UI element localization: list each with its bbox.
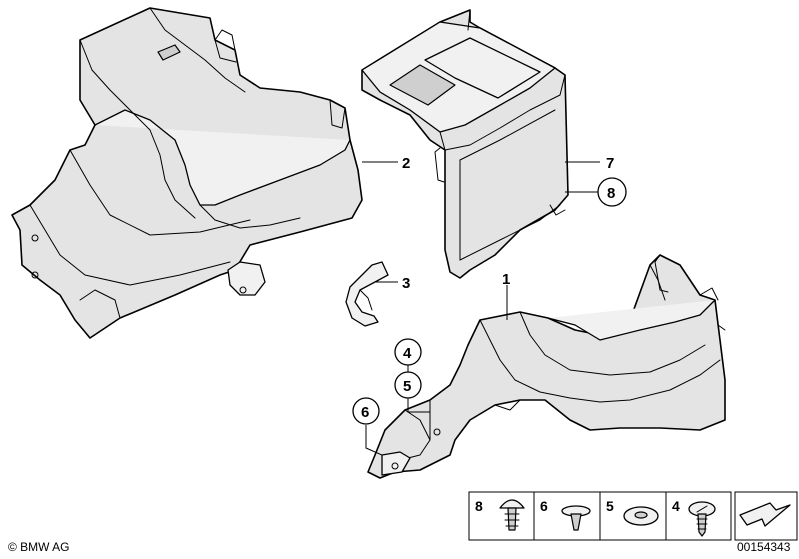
legend-item-8-number: 8 — [475, 498, 483, 514]
callout-3-label: 3 — [402, 275, 410, 292]
callout-3: 3 — [402, 275, 410, 292]
fastener-legend: 8 6 5 4 — [468, 491, 798, 541]
callout-8-label: 8 — [607, 185, 615, 202]
part-1-lower-trim-cover — [367, 254, 726, 479]
callout-4: 4 — [394, 338, 422, 366]
push-rivet-clip-icon — [499, 499, 525, 531]
callout-8-circle — [597, 177, 627, 207]
copyright-text: © BMW AG — [8, 540, 70, 554]
callout-5: 5 — [394, 371, 422, 399]
part-3-clip — [345, 261, 389, 327]
part-2-left-trim-cover — [11, 7, 363, 339]
callout-6: 6 — [352, 397, 380, 425]
diagram-number: 00154343 — [737, 540, 791, 554]
callout-5-circle — [394, 371, 422, 399]
callout-4-circle — [394, 338, 422, 366]
callout-8: 8 — [597, 177, 627, 207]
callout-5-label: 5 — [403, 378, 411, 395]
leader-lines — [362, 161, 600, 456]
part-7-box-cover — [361, 9, 569, 279]
callout-6-circle — [352, 397, 380, 425]
legend-item-5-number: 5 — [606, 498, 614, 514]
callout-2: 2 — [402, 155, 410, 172]
legend-item-4-number: 4 — [672, 498, 680, 514]
callout-1-label: 1 — [502, 271, 510, 288]
expanding-rivet-icon — [561, 505, 591, 531]
callout-7: 7 — [606, 155, 614, 172]
flat-clip-nut-icon — [623, 506, 659, 526]
callout-4-label: 4 — [403, 345, 412, 362]
direction-arrow-icon — [739, 502, 791, 527]
callout-7-label: 7 — [606, 155, 614, 172]
callout-1: 1 — [502, 271, 510, 288]
callout-2-label: 2 — [402, 155, 410, 172]
callout-6-label: 6 — [361, 404, 369, 421]
legend-item-6-number: 6 — [540, 498, 548, 514]
cross-head-screw-icon — [688, 501, 716, 537]
